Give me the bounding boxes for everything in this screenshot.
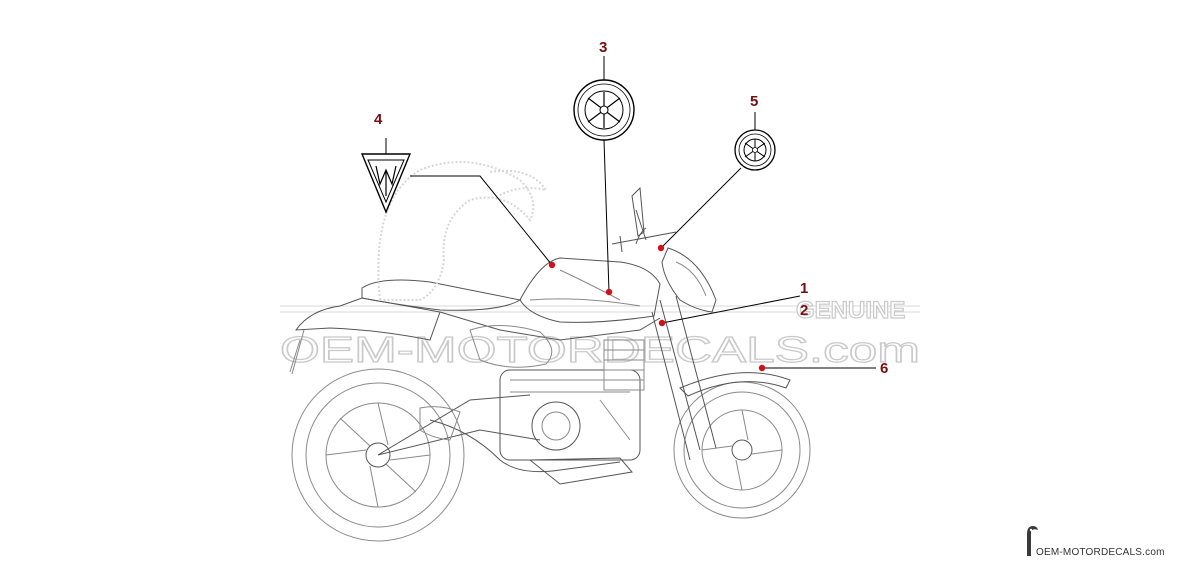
watermark-genuine: GENUINE bbox=[796, 297, 905, 324]
mt-tank-logo-icon bbox=[360, 153, 412, 214]
marker-3 bbox=[605, 288, 613, 296]
yamaha-tuning-fork-emblem-icon bbox=[573, 79, 635, 141]
toucan-watermark bbox=[377, 161, 549, 301]
leader-1-2 bbox=[661, 295, 801, 324]
callout-2: 2 bbox=[800, 302, 808, 319]
callout-6: 6 bbox=[880, 360, 888, 377]
leader-5 bbox=[660, 167, 742, 249]
marker-6 bbox=[758, 364, 766, 372]
toucan-logo-icon bbox=[1027, 526, 1038, 556]
callout-5: 5 bbox=[750, 93, 758, 110]
leader-4-to-tank bbox=[410, 175, 553, 266]
marker-1-2 bbox=[658, 319, 666, 327]
callout-1: 1 bbox=[800, 280, 808, 297]
marker-4 bbox=[548, 261, 556, 269]
callout-3: 3 bbox=[599, 39, 607, 56]
footer-site-text: OEM-MOTORDECALS.com bbox=[1036, 547, 1165, 558]
motorcycle-drawing bbox=[289, 186, 811, 542]
callout-4: 4 bbox=[374, 111, 383, 128]
marker-5 bbox=[657, 244, 665, 252]
callout-labels: 1 2 3 4 5 6 bbox=[374, 39, 888, 377]
yamaha-tuning-fork-emblem-small-icon bbox=[734, 129, 776, 171]
leader-lines bbox=[385, 56, 876, 369]
marker-dots bbox=[548, 244, 766, 372]
leader-3 bbox=[603, 139, 610, 293]
watermark: GENUINE OEM-MOTORDECALS.com bbox=[279, 296, 920, 370]
